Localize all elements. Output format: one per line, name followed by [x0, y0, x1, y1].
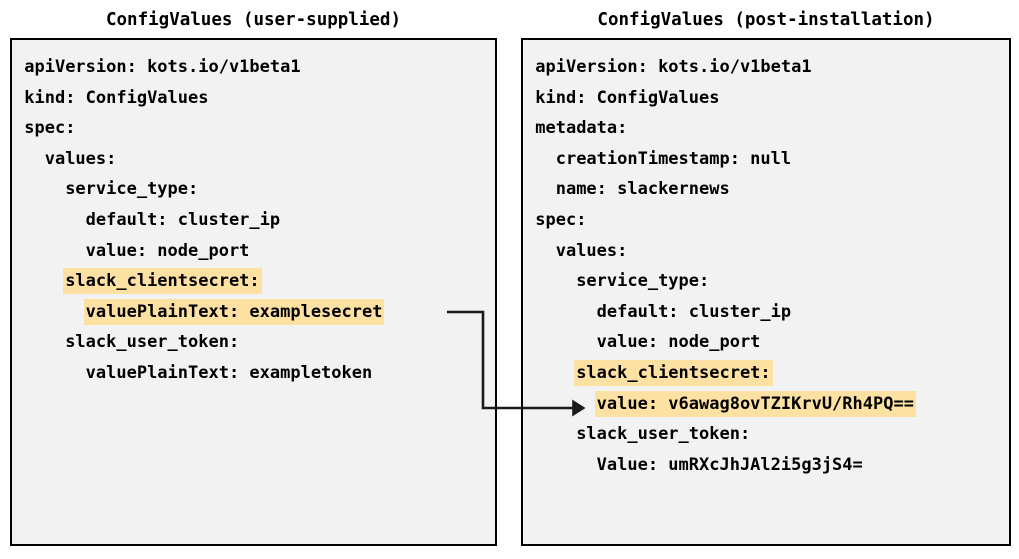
yaml-line: service_type: — [523, 266, 1009, 297]
yaml-indent — [523, 327, 595, 358]
yaml-indent — [12, 297, 84, 328]
yaml-indent — [523, 144, 554, 175]
yaml-line-text: service_type: — [65, 179, 199, 200]
yaml-indent — [523, 358, 574, 389]
yaml-line: metadata: — [523, 113, 1009, 144]
yaml-line-text: creationTimestamp: null — [555, 148, 792, 169]
yaml-indent — [523, 236, 554, 267]
yaml-line-text: spec: — [535, 209, 587, 230]
yaml-code-post-installation: apiVersion: kots.io/v1beta1 kind: Config… — [523, 40, 1009, 480]
yaml-indent — [12, 174, 63, 205]
yaml-indent — [12, 327, 63, 358]
yaml-indent — [523, 83, 533, 114]
yaml-line: slack_user_token: — [523, 419, 1009, 450]
yaml-line-text-highlighted: valuePlainText: examplesecret — [83, 298, 385, 325]
yaml-line: slack_clientsecret: — [523, 358, 1009, 389]
yaml-line: default: cluster_ip — [12, 205, 495, 236]
yaml-line-text-highlighted: slack_clientsecret: — [63, 268, 262, 295]
yaml-line: slack_user_token: — [12, 327, 495, 358]
yaml-indent — [12, 144, 43, 175]
yaml-line: kind: ConfigValues — [523, 83, 1009, 114]
yaml-line-text: apiVersion: kots.io/v1beta1 — [24, 57, 301, 77]
yaml-indent — [12, 52, 22, 83]
yaml-indent — [523, 450, 595, 481]
panel-title-user-supplied: ConfigValues (user-supplied) — [105, 10, 401, 30]
yaml-indent — [12, 205, 84, 236]
yaml-line: name: slackernews — [523, 174, 1009, 205]
yaml-line: spec: — [12, 113, 495, 144]
yaml-line: value: node_port — [523, 327, 1009, 358]
yaml-indent — [523, 419, 574, 450]
config-panel-post-installation: apiVersion: kots.io/v1beta1 kind: Config… — [521, 38, 1011, 546]
yaml-line: valuePlainText: examplesecret — [12, 297, 495, 328]
yaml-line: kind: ConfigValues — [12, 83, 495, 114]
yaml-code-user-supplied: apiVersion: kots.io/v1beta1 kind: Config… — [12, 40, 495, 389]
yaml-indent — [12, 236, 84, 267]
yaml-indent — [523, 389, 595, 420]
yaml-line: values: — [523, 236, 1009, 267]
yaml-line: value: v6awag8ovTZIKrvU/Rh4PQ== — [523, 389, 1009, 420]
yaml-indent — [523, 266, 574, 297]
yaml-line-text: metadata: — [535, 118, 628, 139]
panel-title-post-installation: ConfigValues (post-installation) — [597, 10, 935, 30]
yaml-line: default: cluster_ip — [523, 297, 1009, 328]
yaml-indent — [523, 52, 533, 83]
yaml-line-text: name: slackernews — [555, 179, 730, 200]
yaml-line-text: valuePlainText: exampletoken — [85, 362, 373, 383]
yaml-indent — [523, 113, 533, 144]
yaml-line: value: node_port — [12, 236, 495, 267]
yaml-line-text: slack_user_token: — [65, 332, 240, 353]
yaml-line: slack_clientsecret: — [12, 266, 495, 297]
yaml-line: apiVersion: kots.io/v1beta1 — [12, 52, 495, 83]
yaml-line-text-highlighted: slack_clientsecret: — [574, 359, 773, 386]
yaml-line-text: values: — [44, 148, 117, 169]
yaml-line-text: Value: umRXcJhJAl2i5g3jS4= — [596, 454, 863, 475]
yaml-indent — [12, 113, 22, 144]
yaml-line-text: kind: ConfigValues — [535, 87, 720, 108]
yaml-line-text-highlighted: value: v6awag8ovTZIKrvU/Rh4PQ== — [594, 390, 916, 417]
yaml-line-text: service_type: — [576, 271, 710, 292]
yaml-line-text: value: node_port — [596, 332, 761, 353]
yaml-line-text: values: — [555, 240, 628, 261]
yaml-line: values: — [12, 144, 495, 175]
yaml-line: service_type: — [12, 174, 495, 205]
yaml-line-text: slack_user_token: — [576, 424, 751, 445]
yaml-line-text: apiVersion: kots.io/v1beta1 — [535, 57, 812, 77]
yaml-line: creationTimestamp: null — [523, 144, 1009, 175]
yaml-line: apiVersion: kots.io/v1beta1 — [523, 52, 1009, 83]
yaml-line-text: default: cluster_ip — [85, 209, 281, 230]
yaml-line-text: kind: ConfigValues — [24, 87, 209, 108]
yaml-line: valuePlainText: exampletoken — [12, 358, 495, 389]
yaml-line-text: value: node_port — [85, 240, 250, 261]
yaml-line: Value: umRXcJhJAl2i5g3jS4= — [523, 450, 1009, 481]
yaml-line-text: spec: — [24, 118, 76, 139]
config-panel-user-supplied: apiVersion: kots.io/v1beta1 kind: Config… — [10, 38, 497, 546]
yaml-indent — [12, 266, 63, 297]
yaml-indent — [523, 174, 554, 205]
yaml-indent — [12, 83, 22, 114]
yaml-indent — [523, 297, 595, 328]
yaml-line-text: default: cluster_ip — [596, 301, 792, 322]
yaml-line: spec: — [523, 205, 1009, 236]
yaml-indent — [12, 358, 84, 389]
yaml-indent — [523, 205, 533, 236]
